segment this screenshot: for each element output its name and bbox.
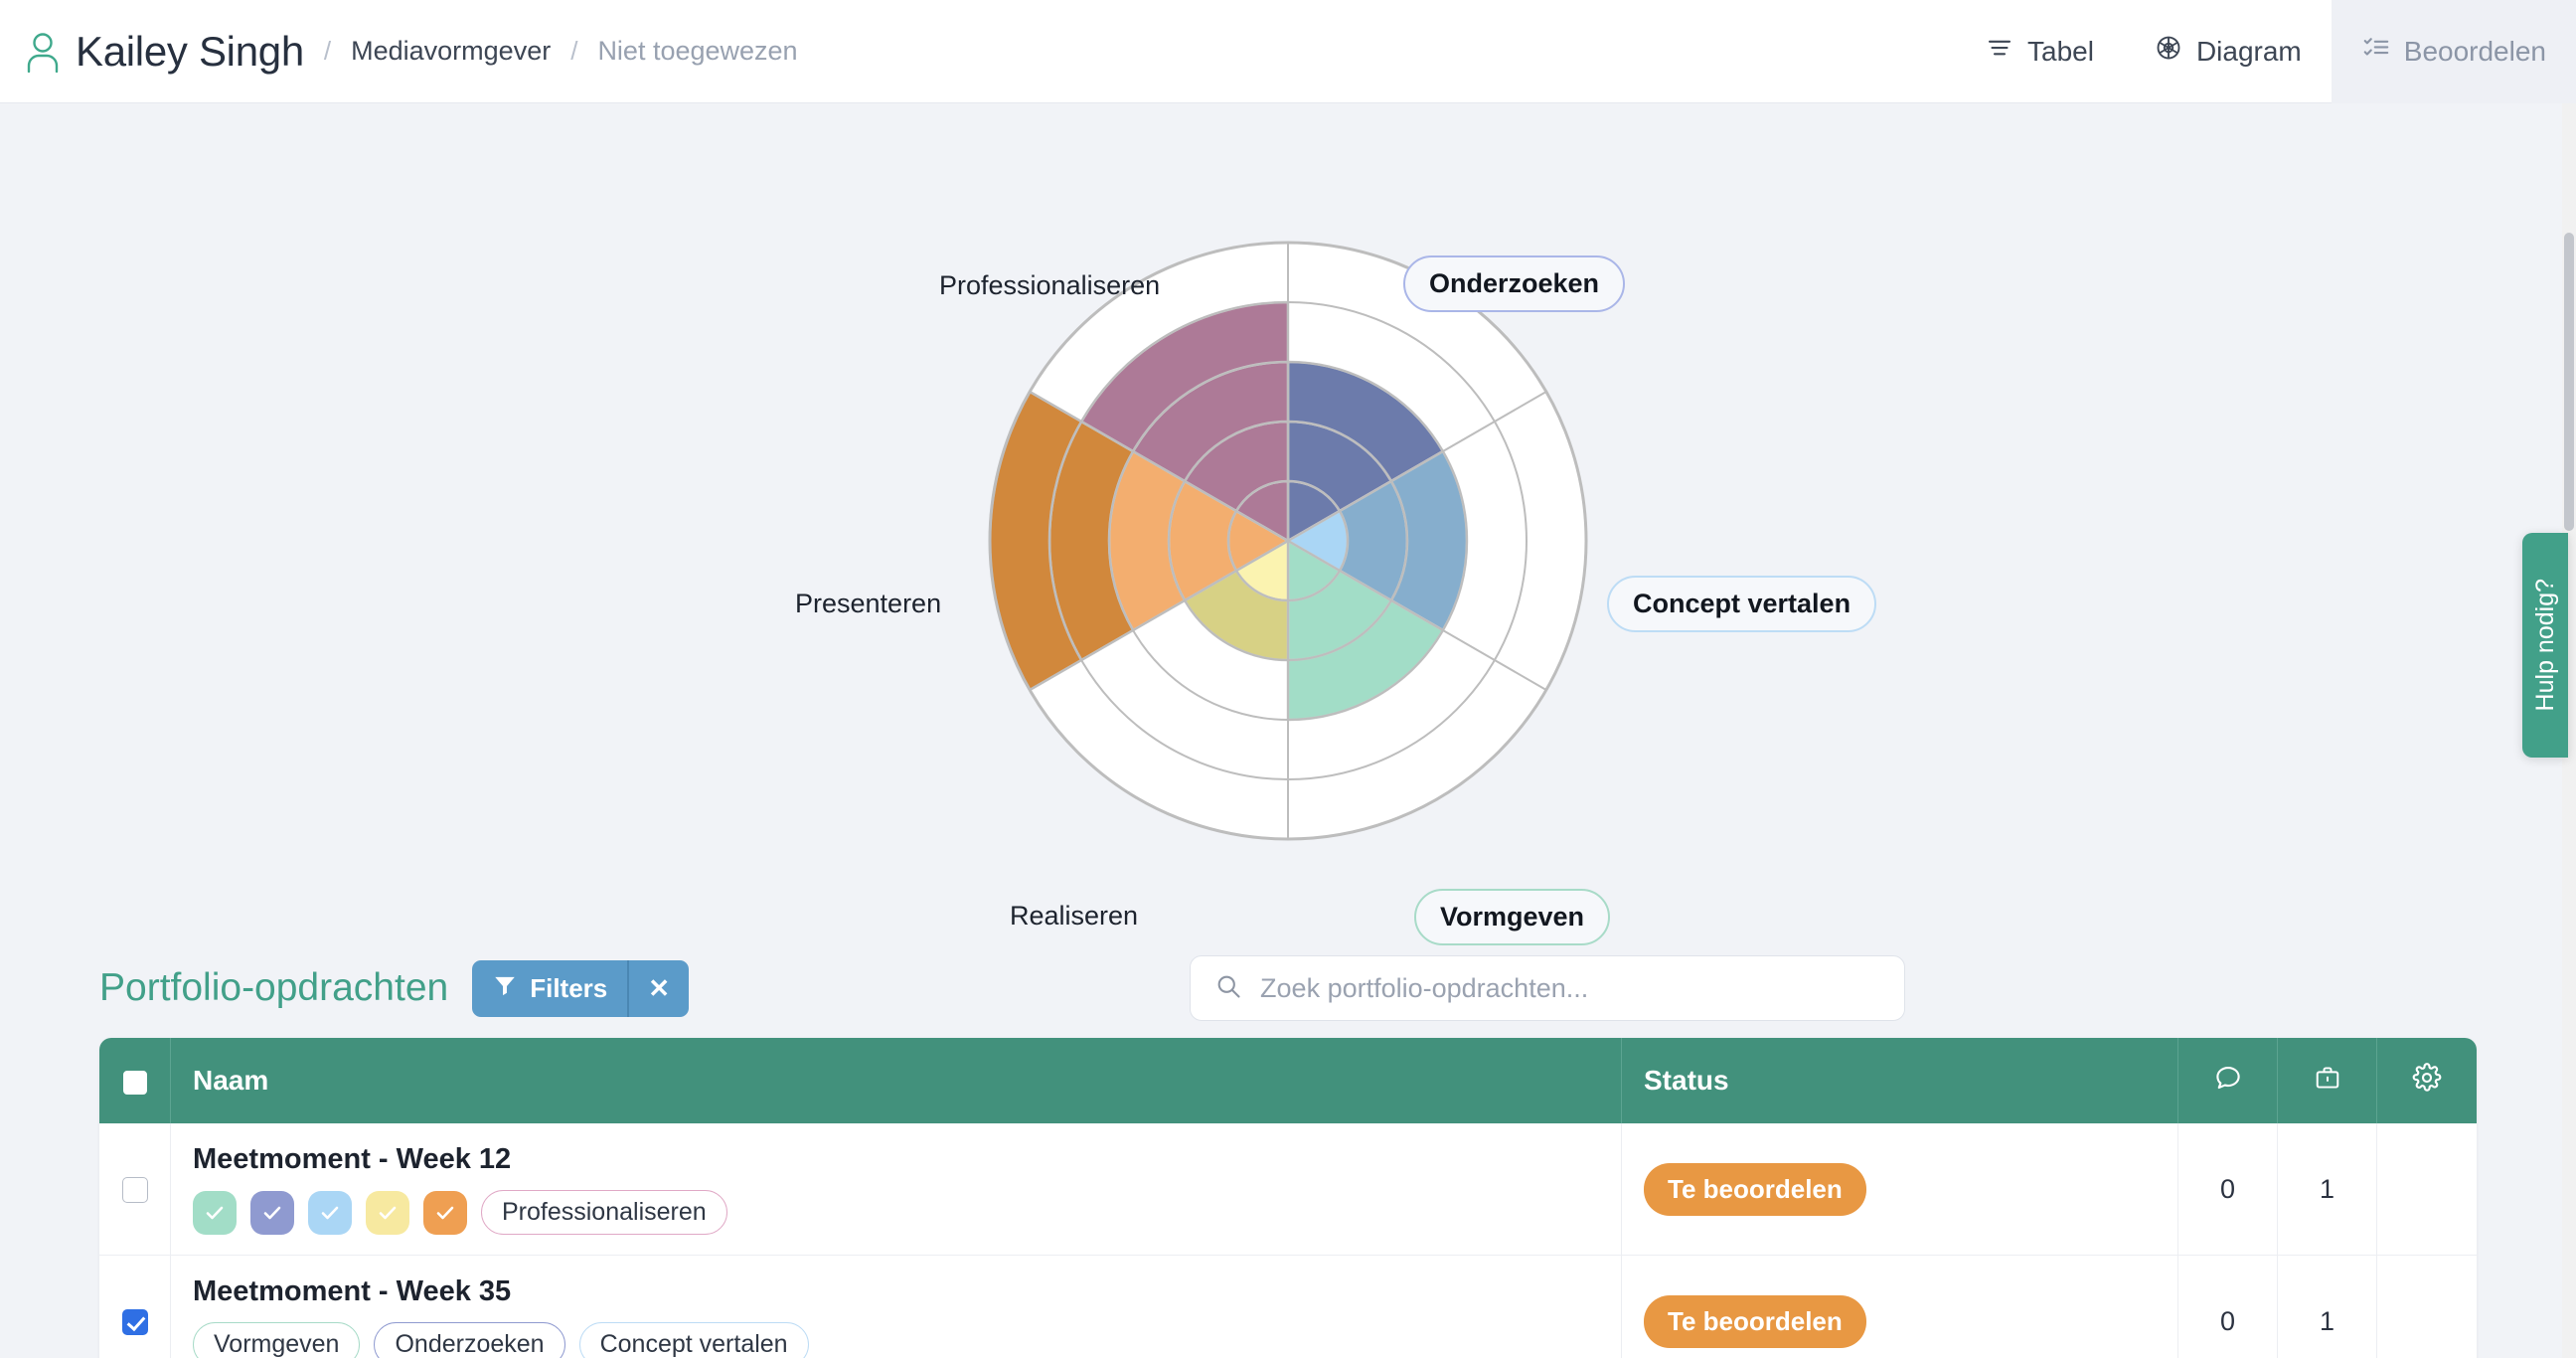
column-comments[interactable] — [2178, 1038, 2278, 1123]
row-status-cell: Te beoordelen — [1622, 1123, 2178, 1256]
tab-tabel[interactable]: Tabel — [1955, 0, 2124, 103]
select-all-checkbox[interactable] — [122, 1070, 147, 1095]
tab-beoordelen-label: Beoordelen — [2403, 35, 2546, 67]
tab-tabel-label: Tabel — [2027, 35, 2094, 67]
user-name: Kailey Singh — [76, 27, 304, 75]
chart-pill-onderzoeken[interactable]: Onderzoeken — [1403, 255, 1626, 312]
column-status[interactable]: Status — [1622, 1038, 2178, 1123]
row-work-count: 1 — [2278, 1123, 2377, 1256]
top-navigation: Tabel Diagram Beoordelen — [1955, 0, 2576, 103]
axis-label-realiseren: Realiseren — [1010, 901, 1139, 931]
row-select-cell[interactable] — [99, 1123, 171, 1256]
row-actions-cell[interactable] — [2377, 1123, 2477, 1256]
table-row[interactable]: Meetmoment - Week 12 Professionaliseren Te… — [99, 1123, 2477, 1256]
row-name-cell[interactable]: Meetmoment - Week 35 Vormgeven Onderzoeken… — [171, 1256, 1622, 1358]
row-checkbox[interactable] — [121, 1177, 148, 1204]
row-work-count: 1 — [2278, 1256, 2377, 1358]
table-header: Naam Status — [99, 1038, 2477, 1123]
tab-diagram[interactable]: Diagram — [2124, 0, 2332, 103]
row-chip[interactable]: Vormgeven — [193, 1322, 361, 1358]
help-tab-label: Hulp nodig? — [2530, 579, 2559, 712]
row-title: Meetmoment - Week 35 — [193, 1275, 512, 1307]
check-badge-icon[interactable] — [193, 1190, 237, 1235]
funnel-icon — [492, 972, 518, 1005]
check-badge-icon[interactable] — [250, 1190, 294, 1235]
column-select-all[interactable] — [99, 1038, 171, 1123]
check-badge-icon[interactable] — [308, 1190, 352, 1235]
filters-button[interactable]: Filters ✕ — [472, 959, 690, 1017]
check-badge-icon[interactable] — [423, 1190, 467, 1235]
page-scrollbar-thumb[interactable] — [2564, 233, 2574, 531]
row-name-cell[interactable]: Meetmoment - Week 12 Professionaliseren — [171, 1123, 1622, 1256]
filters-clear-button[interactable]: ✕ — [627, 959, 689, 1017]
breadcrumb: Kailey Singh / Mediavormgever / Niet toe… — [0, 28, 798, 76]
search-box[interactable] — [1190, 955, 1906, 1021]
check-badge-icon[interactable] — [366, 1190, 409, 1235]
portfolio-table: Naam Status — [99, 1038, 2477, 1358]
tab-diagram-label: Diagram — [2195, 35, 2302, 67]
breadcrumb-role[interactable]: Mediavormgever — [351, 36, 552, 66]
axis-label-presenteren: Presenteren — [795, 589, 942, 618]
portfolio-section: Portfolio-opdrachten Filters ✕ — [0, 938, 2576, 1358]
row-chip[interactable]: Concept vertalen — [578, 1322, 809, 1358]
row-chip[interactable]: Onderzoeken — [374, 1322, 565, 1358]
breadcrumb-separator-2: / — [570, 36, 578, 66]
chart-pill-concept-vertalen[interactable]: Concept vertalen — [1607, 576, 1877, 632]
axis-label-professionaliseren: Professionaliseren — [939, 270, 1161, 300]
breadcrumb-separator-1: / — [323, 36, 332, 66]
tab-beoordelen[interactable]: Beoordelen — [2331, 0, 2576, 103]
status-badge[interactable]: Te beoordelen — [1644, 1162, 1866, 1216]
row-comment-count: 0 — [2178, 1123, 2278, 1256]
column-naam[interactable]: Naam — [171, 1038, 1622, 1123]
section-header: Portfolio-opdrachten Filters ✕ — [99, 938, 2477, 1038]
briefcase-icon — [2314, 1066, 2341, 1098]
app-header: Kailey Singh / Mediavormgever / Niet toe… — [0, 0, 2576, 103]
row-chip-list: Vormgeven Onderzoeken Concept vertalen — [193, 1322, 1599, 1358]
page-title: Portfolio-opdrachten — [99, 966, 449, 1009]
filters-button-label: Filters — [530, 972, 608, 1003]
comment-icon — [2213, 1066, 2243, 1099]
row-status-cell: Te beoordelen — [1622, 1256, 2178, 1358]
search-icon — [1214, 972, 1242, 1005]
breadcrumb-status[interactable]: Niet toegewezen — [597, 36, 798, 66]
row-checkbox[interactable] — [121, 1309, 148, 1336]
polar-area-chart-svg[interactable] — [980, 233, 1596, 849]
page-scrollbar[interactable] — [2562, 103, 2576, 1358]
row-select-cell[interactable] — [99, 1256, 171, 1358]
radar-chart-icon — [2154, 33, 2183, 70]
row-chip[interactable]: Professionaliseren — [481, 1190, 727, 1235]
list-icon — [1985, 33, 2014, 70]
row-title: Meetmoment - Week 12 — [193, 1143, 512, 1175]
table-header-row: Naam Status — [99, 1038, 2477, 1123]
gear-icon — [2412, 1062, 2442, 1099]
radar-chart-area: Professionaliseren Presenteren Realisere… — [0, 103, 2576, 945]
row-actions-cell[interactable] — [2377, 1256, 2477, 1358]
status-badge[interactable]: Te beoordelen — [1644, 1294, 1866, 1348]
filters-button-main[interactable]: Filters — [472, 960, 627, 1017]
search-input[interactable] — [1260, 972, 1881, 1004]
column-work[interactable] — [2278, 1038, 2377, 1123]
user-icon — [24, 31, 62, 73]
help-tab-button[interactable]: Hulp nodig? — [2522, 533, 2568, 758]
row-chip-list: Professionaliseren — [193, 1190, 1599, 1235]
column-settings[interactable] — [2377, 1038, 2477, 1123]
chart-pill-vormgeven[interactable]: Vormgeven — [1414, 889, 1611, 945]
polar-area-chart — [980, 233, 1596, 849]
checklist-icon — [2361, 33, 2391, 70]
row-comment-count: 0 — [2178, 1256, 2278, 1358]
table-row[interactable]: Meetmoment - Week 35 Vormgeven Onderzoeken… — [99, 1256, 2477, 1358]
